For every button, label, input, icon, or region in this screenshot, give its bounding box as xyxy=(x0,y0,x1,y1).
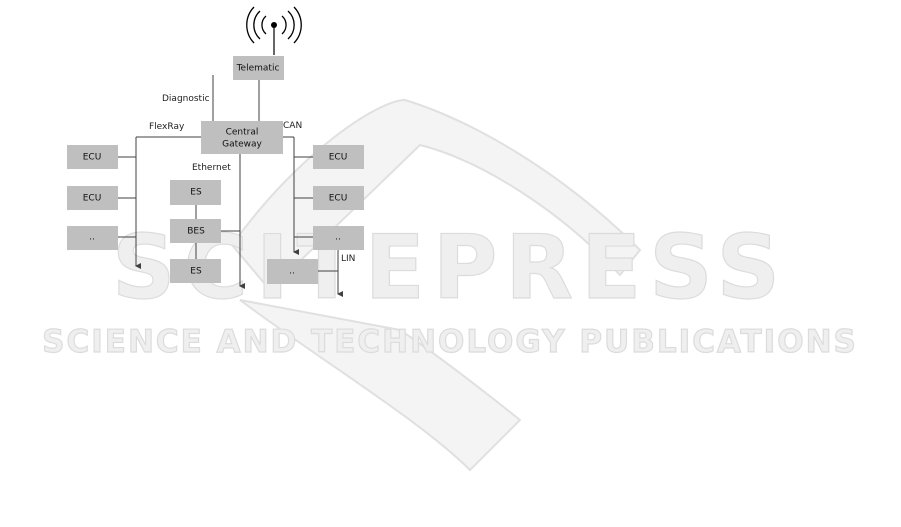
ethernet-label: Ethernet xyxy=(192,163,231,173)
ecu-left-2-box: ECU xyxy=(67,186,118,210)
gateway-label-line2: Gateway xyxy=(222,140,262,150)
ecu-right-2-label: ECU xyxy=(329,194,348,204)
antenna-icon xyxy=(247,7,301,55)
ecu-left-3-box: .. xyxy=(67,226,118,250)
bes-box: BES xyxy=(170,219,221,243)
watermark-subtitle: SCIENCE AND TECHNOLOGY PUBLICATIONS xyxy=(42,324,858,360)
ecu-right-3-label: .. xyxy=(335,233,341,243)
gateway-label-line1: Central xyxy=(226,128,259,138)
diagnostic-label: Diagnostic xyxy=(162,94,210,104)
es-bottom-box: ES xyxy=(170,259,221,283)
telematic-label: Telematic xyxy=(236,64,280,74)
bes-label: BES xyxy=(187,227,205,237)
central-gateway-box: Central Gateway xyxy=(201,121,283,154)
es-bottom-label: ES xyxy=(190,267,202,277)
ecu-left-1-box: ECU xyxy=(67,145,118,169)
ecu-left-1-label: ECU xyxy=(83,153,102,163)
ecu-right-1-box: ECU xyxy=(313,145,364,169)
es-top-label: ES xyxy=(190,188,202,198)
flexray-label: FlexRay xyxy=(149,122,185,132)
ecu-right-2-box: ECU xyxy=(313,186,364,210)
lin-node-box: .. xyxy=(267,259,318,284)
watermark: SCITEPRESS SCIENCE AND TECHNOLOGY PUBLIC… xyxy=(42,100,858,470)
telematic-box: Telematic xyxy=(233,56,284,80)
can-label: CAN xyxy=(283,121,302,131)
es-top-box: ES xyxy=(170,180,221,205)
ecu-right-1-label: ECU xyxy=(329,153,348,163)
ecu-left-3-label: .. xyxy=(89,233,95,243)
ecu-right-3-box: .. xyxy=(313,226,364,250)
ecu-left-2-label: ECU xyxy=(83,194,102,204)
lin-node-label: .. xyxy=(289,267,295,277)
lin-label: LIN xyxy=(341,254,355,264)
